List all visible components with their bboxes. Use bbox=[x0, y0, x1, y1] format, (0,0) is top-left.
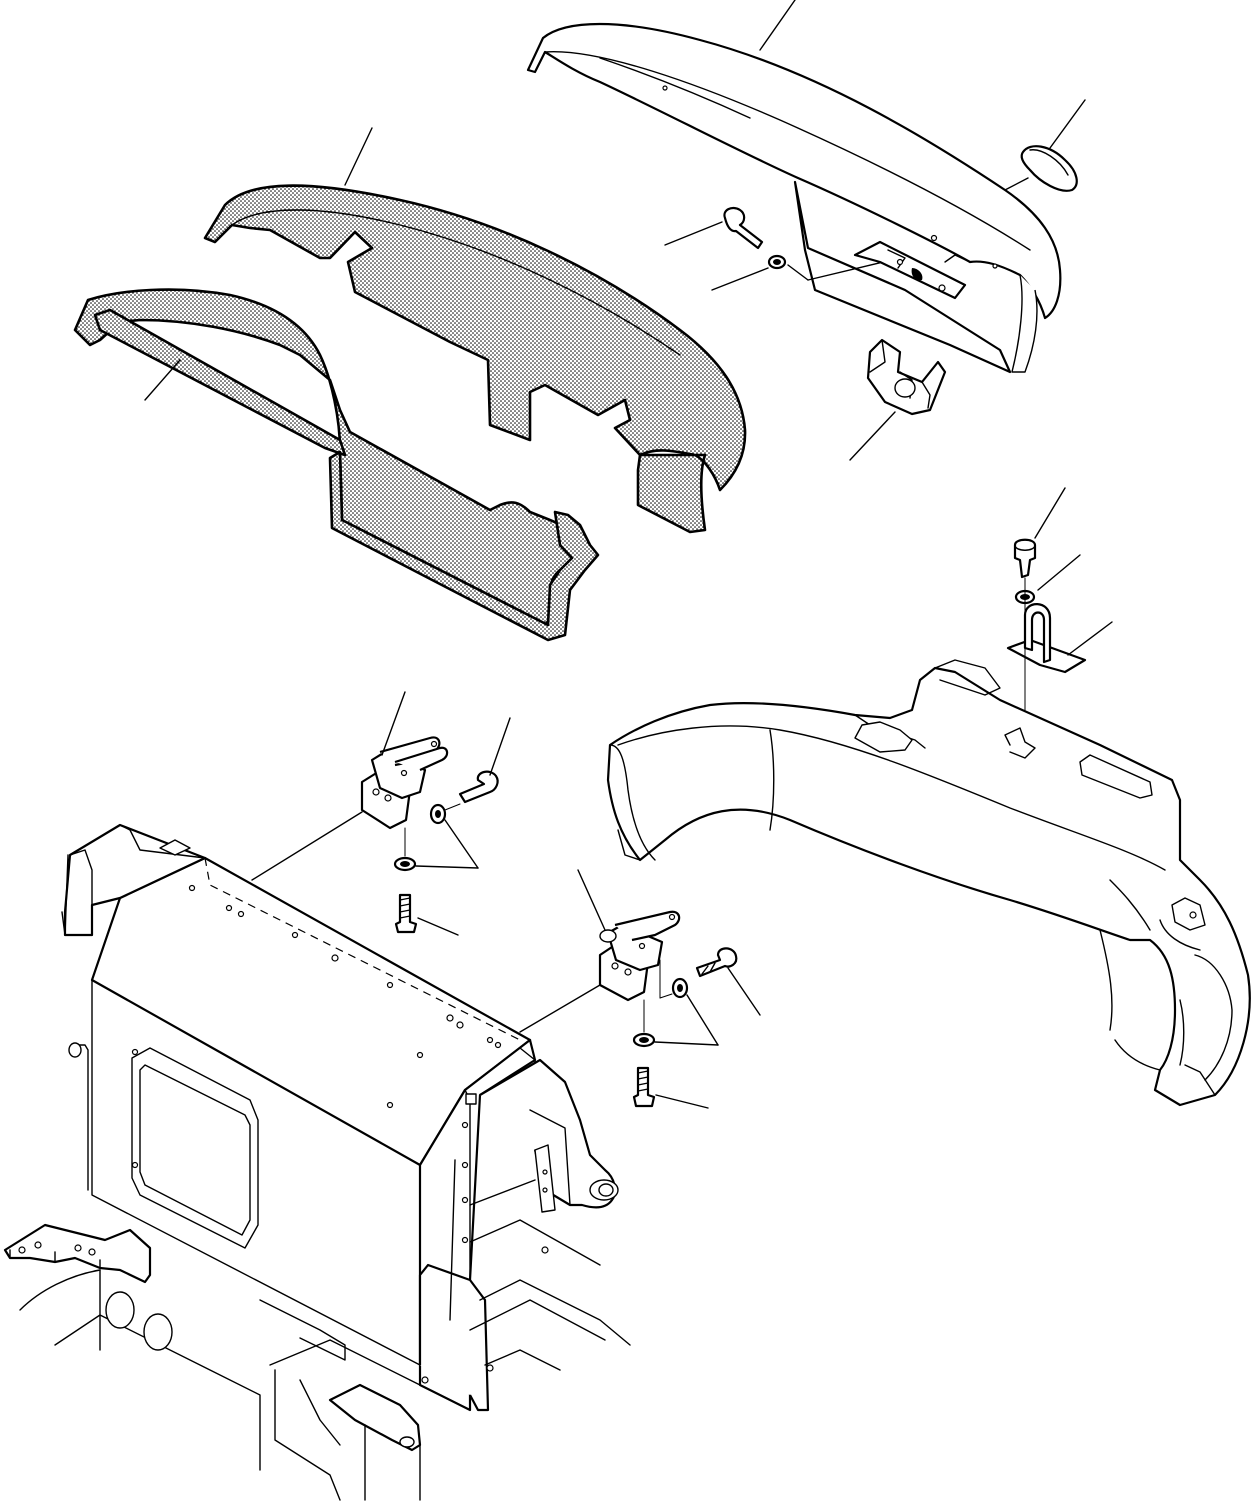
cover-bolt bbox=[664, 206, 764, 250]
hinge-right-bolt-bottom bbox=[632, 1066, 709, 1109]
seal-gasket bbox=[73, 288, 600, 642]
cap-plug bbox=[1004, 99, 1086, 192]
foam-insulation bbox=[203, 127, 747, 534]
cover-washer bbox=[711, 254, 901, 291]
hinge-right bbox=[577, 869, 681, 1002]
latch-bracket bbox=[849, 338, 947, 461]
hinge-left-washer-bottom bbox=[393, 827, 479, 872]
leader-line bbox=[519, 984, 601, 1033]
top-cover bbox=[526, 0, 1062, 374]
hinge-right-washer-bottom bbox=[632, 999, 719, 1048]
hinge-left bbox=[360, 691, 449, 830]
lock-bolt bbox=[1013, 487, 1066, 579]
hinge-left-washer-side bbox=[429, 803, 479, 869]
hinge-right-washer-side bbox=[659, 959, 719, 1046]
leader-line bbox=[251, 811, 363, 881]
u-catch bbox=[1006, 603, 1113, 674]
hinge-right-bolt-side bbox=[695, 947, 761, 1016]
striker-plate bbox=[853, 240, 967, 300]
hinge-left-bolt-side bbox=[458, 717, 511, 804]
frame bbox=[3, 823, 631, 1501]
hinge-left-bolt-bottom bbox=[394, 893, 459, 936]
counterweight bbox=[606, 659, 1251, 1107]
